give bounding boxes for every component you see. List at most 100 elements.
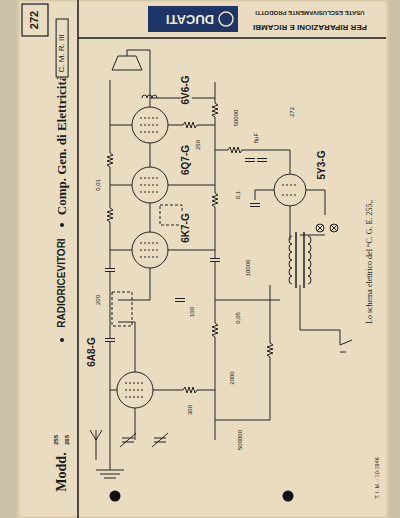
schematic-stroke	[105, 269, 115, 272]
label-text: PER RIPARAZIONI E RICAMBI	[253, 23, 367, 31]
schematic-stroke	[317, 225, 337, 231]
schematic-stroke	[147, 95, 152, 98]
schematic-stroke	[22, 4, 48, 36]
schematic-stroke	[110, 455, 111, 470]
schematic-stroke	[152, 433, 168, 447]
schematic-stroke	[78, 37, 386, 39]
schematic-stroke	[175, 299, 185, 302]
label-text: 255	[53, 435, 59, 445]
schematic-stroke	[250, 203, 260, 207]
schematic-stroke	[105, 95, 311, 447]
schematic-stroke	[267, 343, 273, 357]
schematic-stroke	[289, 276, 292, 284]
label-text: 6K7-G	[181, 212, 192, 243]
schematic-stroke	[183, 387, 197, 393]
label-text: Lo schema elettrico del “C. G. E. 255„	[366, 200, 374, 324]
label-text: Comp. Gen. di Elettricità	[55, 75, 69, 215]
label-text: 272	[29, 11, 41, 29]
schematic-stroke	[107, 208, 113, 222]
schematic-stroke	[125, 118, 298, 397]
schematic-stroke	[120, 433, 136, 447]
schematic-stroke	[274, 174, 306, 206]
label-text: 10000	[245, 259, 251, 278]
label-text: Modd.	[55, 452, 70, 491]
label-text: 100	[189, 306, 195, 318]
schematic-stroke	[183, 122, 197, 128]
schematic-stroke	[308, 236, 311, 244]
label-text: 0,01	[95, 178, 101, 192]
schematic-stroke	[212, 193, 218, 207]
schematic-stroke	[212, 103, 218, 117]
label-text: 272	[289, 106, 295, 118]
schematic-stroke	[212, 323, 218, 337]
label-text: 300	[187, 404, 193, 416]
schematic-stroke	[340, 340, 352, 352]
model-code-box: C. M. R. III	[56, 19, 69, 78]
schematic-stroke	[112, 50, 150, 98]
schematic-stroke	[60, 223, 64, 227]
label-text: 500000	[237, 429, 243, 451]
label-text: 6A8-G	[87, 336, 98, 367]
schematic-stroke	[107, 153, 113, 167]
schematic-stroke	[107, 153, 113, 167]
schematic-stroke	[105, 268, 115, 272]
label-text: DUCATI	[166, 12, 214, 26]
schematic-stroke	[289, 252, 292, 260]
schematic-stroke	[212, 193, 218, 207]
schematic-stroke	[90, 430, 124, 478]
schematic-stroke	[228, 147, 242, 153]
schematic-stroke	[183, 122, 197, 128]
label-text: 200	[95, 294, 101, 306]
schematic-stroke	[289, 244, 292, 252]
label-text: 2000	[229, 370, 235, 385]
schematic-stroke	[215, 150, 340, 420]
schematic-stroke	[289, 236, 292, 244]
schematic-stroke	[77, 0, 79, 518]
schematic-stroke	[308, 244, 311, 252]
schematic-stroke	[18, 0, 388, 518]
box-text: C. M. R. III	[58, 24, 67, 73]
schematic-stroke	[228, 147, 242, 153]
schematic-stroke	[60, 338, 64, 342]
schematic-stroke	[105, 339, 115, 342]
label-text: 265	[64, 435, 70, 445]
schematic-stroke	[183, 387, 197, 393]
schematic-stroke	[308, 268, 311, 276]
label-text: 8µF	[253, 132, 259, 144]
schematic-stroke	[296, 232, 304, 288]
schematic-stroke	[90, 50, 352, 478]
schematic-stroke	[107, 208, 113, 222]
schematic-stroke	[245, 159, 255, 162]
schematic-stroke	[245, 158, 255, 162]
schematic-stroke	[148, 6, 238, 32]
schematic-stroke	[308, 276, 311, 284]
schematic-stroke	[110, 491, 121, 502]
schematic-stroke	[210, 259, 220, 262]
schematic-stroke	[289, 268, 292, 276]
schematic-stroke	[308, 252, 311, 260]
schematic-stroke	[160, 205, 182, 225]
label-text: 6V6-G	[181, 75, 192, 106]
label-text: 50000	[233, 109, 239, 128]
schematic-stroke	[283, 491, 294, 502]
label-text: T. I. M. - 10-1946	[375, 457, 381, 499]
schematic-stroke	[308, 260, 311, 268]
schematic-stroke	[219, 12, 233, 26]
label-text: 6Q7-G	[181, 144, 192, 176]
schematic-stroke	[257, 159, 267, 162]
schematic-stroke	[289, 260, 292, 268]
schematic-stroke	[212, 323, 218, 337]
schematic-stroke	[212, 103, 218, 117]
schematic-stroke	[257, 158, 267, 162]
schematic-stroke	[112, 292, 132, 326]
label-text: 5Y3-G	[317, 150, 328, 181]
schematic-stroke	[110, 80, 215, 455]
schematic-stroke	[250, 204, 260, 207]
label-text: USATE ESCLUSIVAMENTE PRODOTTI	[255, 10, 364, 16]
schematic-stroke	[18, 0, 388, 518]
schematic-stroke	[210, 258, 220, 262]
schematic-stroke	[142, 95, 147, 98]
label-text: 0,1	[235, 190, 241, 200]
schematic-stroke	[175, 298, 185, 302]
